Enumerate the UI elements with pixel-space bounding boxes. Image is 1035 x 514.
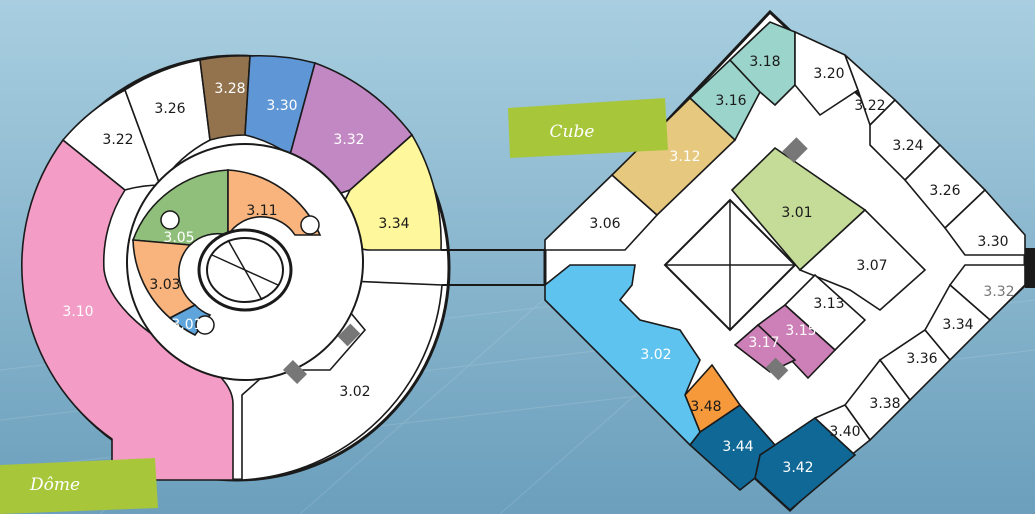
cube-stair [782, 137, 808, 163]
cube-room-3.30[interactable] [943, 188, 1026, 256]
dome-tag-badge [0, 458, 158, 514]
dome-stair [337, 323, 361, 347]
cube-tag: Cube [508, 98, 668, 158]
dome-room-3.05[interactable] [131, 169, 229, 246]
dome-room-3.02[interactable] [241, 279, 443, 481]
cube-tag-badge [508, 98, 668, 158]
cube-room-3.32[interactable] [948, 264, 1026, 322]
cube-room-3.02[interactable] [544, 264, 701, 447]
cube-tag-label: Cube [550, 122, 595, 142]
dome-notch [160, 210, 180, 230]
dome-building: 3.10 3.22 3.26 3.28 3.30 3.32 3.34 3.02 … [21, 54, 545, 482]
cube-room-3.06[interactable] [544, 173, 659, 251]
dome-room-3.10[interactable] [21, 138, 234, 481]
cube-entrance [1025, 248, 1035, 288]
cube-room-3.20[interactable] [794, 30, 859, 117]
cube-room-3.44[interactable] [688, 403, 777, 492]
cube-room-3.24[interactable] [869, 98, 942, 182]
cube-stair [765, 357, 789, 381]
dome-notch [195, 315, 215, 335]
dome-notch [300, 215, 320, 235]
cube-room-3.17[interactable] [733, 323, 797, 373]
cube-room-3.07[interactable] [798, 208, 927, 312]
dome-connector [441, 249, 545, 286]
dome-room-3.11[interactable] [227, 169, 322, 238]
dome-stair [282, 359, 308, 385]
dome-tag: Dôme [0, 458, 158, 514]
dome-tag-label: Dôme [29, 475, 80, 495]
atrium-cross [227, 239, 263, 301]
